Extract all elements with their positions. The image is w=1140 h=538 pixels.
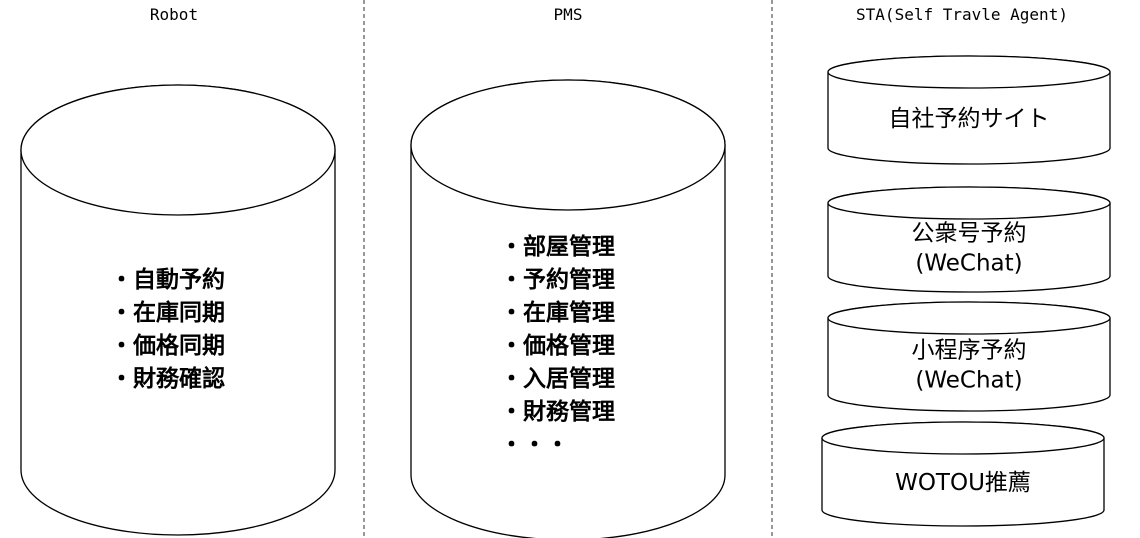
sta-disk-label: 小程序予約 [912,338,1027,364]
pms-item-list: ・部屋管理・予約管理・在庫管理・価格管理・入居管理・財務管理・・・ [500,233,615,458]
robot-item-list: ・自動予約・在庫同期・価格同期・財務確認 [110,266,225,392]
pms-item: ・入居管理 [500,365,615,392]
robot-item: ・価格同期 [110,332,225,359]
sta-disk-label: (WeChat) [915,368,1022,394]
sta-column-title: STA(Self Travle Agent) [856,5,1068,24]
pms-column-title: PMS [554,5,583,24]
sta-disk-label: WOTOU推薦 [895,470,1031,496]
sta-disk: 公衆号予約 (WeChat) [827,186,1111,293]
sta-disk: WOTOU推薦 [821,421,1105,527]
pms-item: ・予約管理 [500,266,615,293]
pms-item: ・部屋管理 [500,233,615,260]
sta-disk-label: 公衆号予約 [912,221,1027,247]
sta-disk: 小程序予約 (WeChat) [827,301,1111,412]
pms-item: ・価格管理 [500,332,615,359]
robot-column-title: Robot [150,5,198,24]
pms-cylinder: ・部屋管理・予約管理・在庫管理・価格管理・入居管理・財務管理・・・ [410,79,726,538]
robot-item: ・財務確認 [110,365,225,392]
robot-item: ・在庫同期 [110,299,225,326]
sta-disk: 自社予約サイト [827,55,1111,165]
pms-item: ・・・ [500,432,569,458]
sta-disk-label: 自社予約サイト [889,106,1050,132]
pms-item: ・在庫管理 [500,299,615,326]
sta-disk-label: (WeChat) [915,251,1022,277]
pms-item: ・財務管理 [500,398,615,425]
robot-item: ・自動予約 [110,266,225,293]
robot-cylinder: ・自動予約・在庫同期・価格同期・財務確認 [20,84,336,536]
